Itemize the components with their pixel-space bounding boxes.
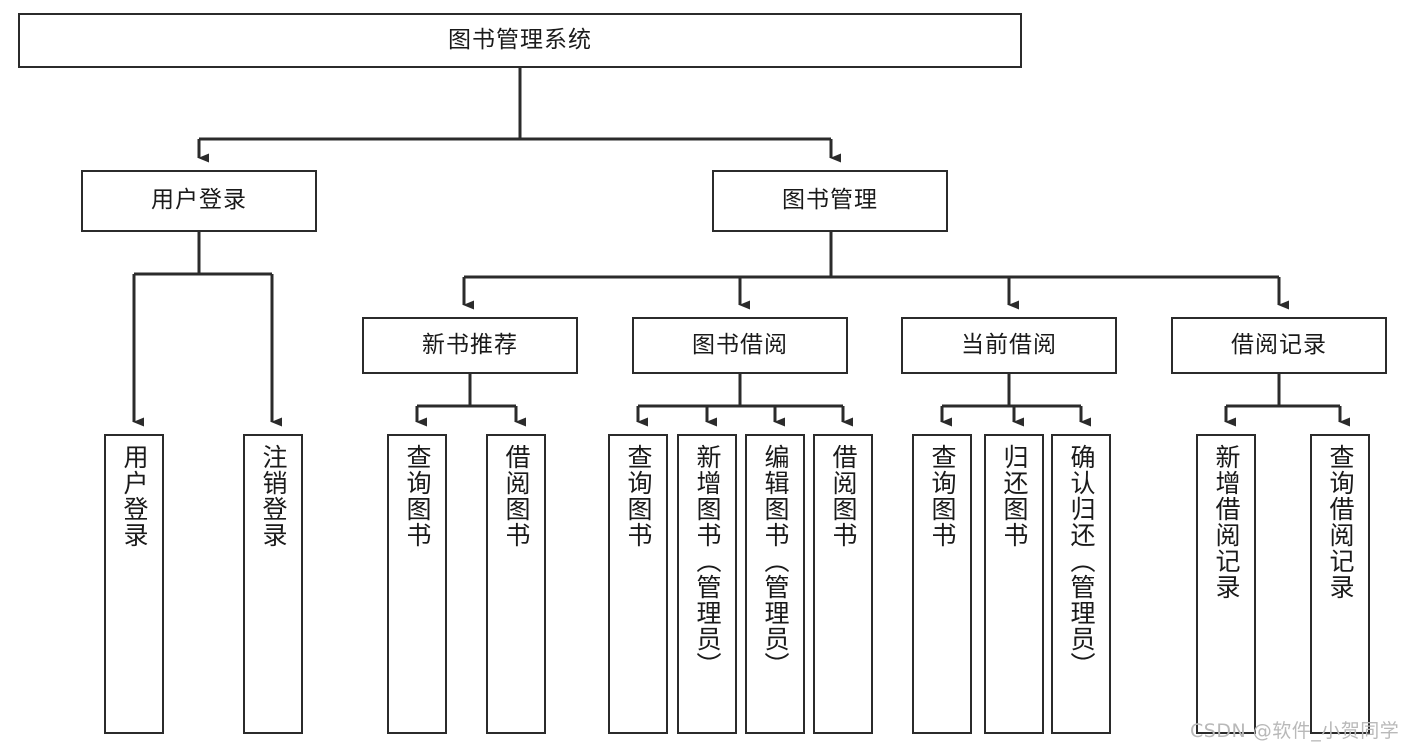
node-leaf-query-book-1[interactable]: 查询图书: [387, 434, 447, 734]
watermark: CSDN @软件_小贺同学: [1190, 720, 1400, 742]
node-root[interactable]: 图书管理系统: [18, 13, 1022, 68]
node-borrow-record[interactable]: 借阅记录: [1171, 317, 1387, 374]
node-root-label: 图书管理系统: [448, 26, 592, 53]
node-leaf-borrow-book-1[interactable]: 借阅图书: [486, 434, 546, 734]
node-book-manage-label: 图书管理: [782, 187, 878, 214]
node-leaf-query-book-3-label: 查询图书: [928, 444, 957, 548]
node-leaf-return-book-label: 归还图书: [1000, 444, 1029, 548]
node-leaf-logout[interactable]: 注销登录: [243, 434, 303, 734]
node-leaf-query-book-1-label: 查询图书: [403, 444, 432, 548]
node-leaf-query-book-2-label: 查询图书: [624, 444, 653, 548]
node-leaf-borrow-book-2[interactable]: 借阅图书: [813, 434, 873, 734]
node-leaf-add-book-label: 新增图书（管理员）: [693, 444, 722, 678]
node-leaf-edit-book[interactable]: 编辑图书（管理员）: [745, 434, 805, 734]
node-book-manage[interactable]: 图书管理: [712, 170, 948, 232]
node-leaf-query-record[interactable]: 查询借阅记录: [1310, 434, 1370, 734]
node-leaf-return-book[interactable]: 归还图书: [984, 434, 1044, 734]
node-current-borrow[interactable]: 当前借阅: [901, 317, 1117, 374]
node-leaf-user-login[interactable]: 用户登录: [104, 434, 164, 734]
node-leaf-edit-book-label: 编辑图书（管理员）: [761, 444, 790, 678]
node-user-login-label: 用户登录: [151, 187, 247, 214]
node-leaf-add-book[interactable]: 新增图书（管理员）: [677, 434, 737, 734]
node-leaf-borrow-book-1-label: 借阅图书: [502, 444, 531, 548]
node-borrow-record-label: 借阅记录: [1231, 331, 1327, 358]
node-leaf-user-login-label: 用户登录: [120, 444, 149, 548]
node-new-book-recommend-label: 新书推荐: [422, 331, 518, 358]
node-leaf-borrow-book-2-label: 借阅图书: [829, 444, 858, 548]
node-leaf-confirm-return-label: 确认归还（管理员）: [1067, 444, 1096, 678]
node-leaf-add-record[interactable]: 新增借阅记录: [1196, 434, 1256, 734]
node-leaf-query-book-3[interactable]: 查询图书: [912, 434, 972, 734]
node-book-borrow-label: 图书借阅: [692, 331, 788, 358]
node-new-book-recommend[interactable]: 新书推荐: [362, 317, 578, 374]
node-leaf-logout-label: 注销登录: [259, 444, 288, 548]
node-leaf-add-record-label: 新增借阅记录: [1212, 444, 1241, 600]
node-leaf-query-book-2[interactable]: 查询图书: [608, 434, 668, 734]
node-book-borrow[interactable]: 图书借阅: [632, 317, 848, 374]
node-current-borrow-label: 当前借阅: [961, 331, 1057, 358]
node-leaf-query-record-label: 查询借阅记录: [1326, 444, 1355, 600]
node-user-login[interactable]: 用户登录: [81, 170, 317, 232]
node-leaf-confirm-return[interactable]: 确认归还（管理员）: [1051, 434, 1111, 734]
